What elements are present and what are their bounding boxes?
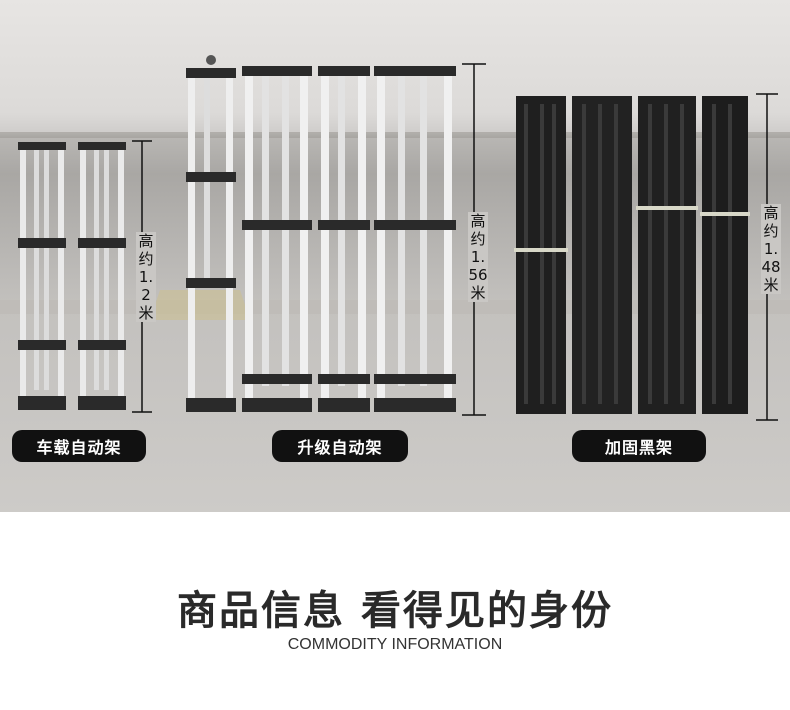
vehicle-frame-1 xyxy=(18,142,66,410)
reinforced-frame-4 xyxy=(700,96,750,414)
section-title: 商品信息 看得见的身份 xyxy=(177,588,613,634)
upgraded-frame-1 xyxy=(186,55,236,412)
label-upgraded-frame: 升级自动架 xyxy=(272,430,408,462)
height-label-vehicle: 高约1.2米 xyxy=(136,232,156,322)
reinforced-frame-3 xyxy=(636,96,698,414)
upgraded-frame-3 xyxy=(318,66,370,412)
reinforced-frame-1 xyxy=(514,96,568,414)
upgraded-frame-2 xyxy=(242,66,312,412)
frames-illustration xyxy=(0,55,790,421)
height-label-reinforced: 高约1.48米 xyxy=(761,204,781,294)
label-reinforced-frame: 加固黑架 xyxy=(572,430,706,462)
height-label-upgraded: 高约1.56米 xyxy=(468,212,488,302)
reinforced-frame-2 xyxy=(572,96,632,414)
vehicle-frame-2 xyxy=(78,142,126,410)
label-vehicle-frame: 车载自动架 xyxy=(12,430,146,462)
upgraded-frame-4 xyxy=(374,66,456,412)
section-subtitle: COMMODITY INFORMATION xyxy=(287,636,503,653)
product-photo: 高约1.2米 高约1.56米 高约1.48米 车载自动架 升级自动架 加固黑架 xyxy=(0,0,790,512)
